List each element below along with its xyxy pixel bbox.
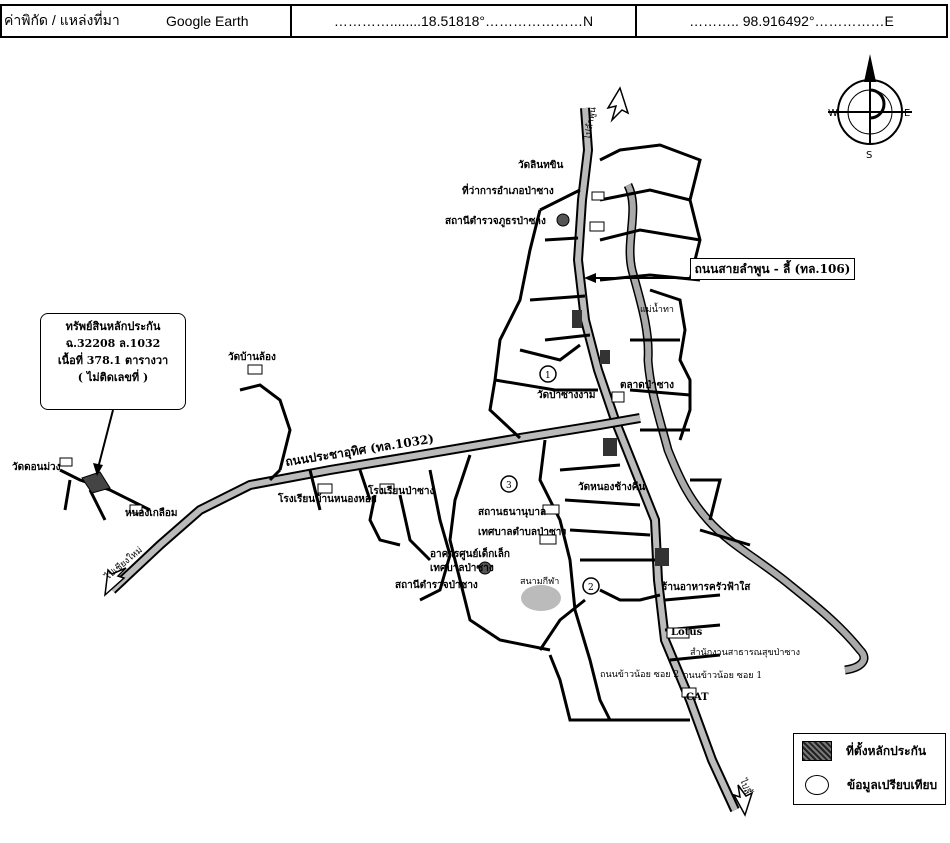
road-arrows <box>104 86 754 817</box>
source-cell: ค่าพิกัด / แหล่งที่มา Google Earth <box>2 6 292 36</box>
label-wat-ban-long: วัดบ้านล้อง <box>228 351 276 363</box>
label-soi2: ถนนข้าวน้อย ซอย 2 <box>600 669 679 680</box>
marker-3-label: 3 <box>506 481 512 491</box>
latitude-cell: …………........18.51818°…………………N <box>292 6 637 36</box>
legend-row-collateral: ที่ตั้งหลักประกัน <box>794 734 945 768</box>
compass-e: E <box>904 108 910 119</box>
label-child-center: อาคารศูนย์เด็กเล็ก <box>430 546 510 561</box>
label-wat-don-muang: วัดดอนม่วง <box>12 461 61 473</box>
comparison-marker-1 <box>539 365 557 383</box>
label-police-top: สถานีตำรวจภูธรป่าซาง <box>445 215 546 228</box>
coordinate-header: ค่าพิกัด / แหล่งที่มา Google Earth ………….… <box>0 4 948 38</box>
secondary-roads <box>59 143 751 722</box>
marker-2-label: 2 <box>588 583 594 593</box>
legend-row-comparison: ข้อมูลเปรียบเทียบ <box>794 768 945 802</box>
label-river: แม่น้ำทา <box>640 302 674 315</box>
longitude-value: ……….. 98.916492°……………E <box>689 13 894 29</box>
longitude-cell: ……….. 98.916492°……………E <box>637 6 946 36</box>
label-district-office: ที่ว่าการอำเภอป่าซาง <box>462 183 554 197</box>
label-police-bottom: สถานีตำรวจป่าซาง <box>395 579 478 591</box>
legend-collateral-label: ที่ตั้งหลักประกัน <box>846 743 927 758</box>
callout-line4: ( ไม่ติดเลขที่ ) <box>77 371 149 384</box>
label-stadium: สนามกีฬา <box>520 576 559 587</box>
label-health-office: สำนักงานสาธารณสุขป่าซาง <box>690 647 800 658</box>
dense-blocks <box>572 310 669 566</box>
building-icons <box>59 191 697 698</box>
comparison-marker-2 <box>582 577 600 595</box>
marker-1-label: 1 <box>545 371 551 381</box>
compass-s: S <box>866 150 872 161</box>
label-municipality: เทศบาลตำบลป่าซาง <box>478 526 566 538</box>
coord-label: ค่าพิกัด / แหล่งที่มา <box>4 12 120 28</box>
label-ban-noi: หนองเกลือม <box>125 507 178 519</box>
label-school-pa-sang: โรงเรียนป่าซาง <box>367 484 434 497</box>
comparison-circle-icon <box>805 775 829 795</box>
police-icon <box>556 213 570 227</box>
compass-w: W <box>828 108 838 119</box>
label-gas-station: สถานธนานุบาล <box>478 507 546 518</box>
label-wat-pa-sang: วัดป่าซางงาม <box>537 389 595 401</box>
legend-comparison-label: ข้อมูลเปรียบเทียบ <box>847 777 938 792</box>
comparison-marker-3 <box>500 475 518 493</box>
source-value: Google Earth <box>166 13 249 29</box>
label-market: ตลาดป่าซาง <box>620 379 674 391</box>
stadium-shape <box>521 585 561 611</box>
highway-callout: ถนนสายลำพูน - ลี้ (ทล.106) <box>690 258 855 280</box>
comparison-markers <box>500 365 600 595</box>
compass-rose: N S E W <box>828 54 912 161</box>
label-school-nong-hoi: โรงเรียนบ้านหนองหอย <box>277 492 377 505</box>
callout-line1: ทรัพย์สินหลักประกัน <box>65 320 161 333</box>
label-cat: CAT <box>686 692 709 703</box>
road-1032 <box>108 413 641 594</box>
label-soi1: ถนนข้าวน้อย ซอย 1 <box>683 670 762 681</box>
map-legend: ที่ตั้งหลักประกัน ข้อมูลเปรียบเทียบ <box>793 733 946 805</box>
compass-n: N <box>866 70 873 81</box>
label-municipal-office: เทศบาลป่าซาง <box>430 562 494 574</box>
label-wat-tin-tha: วัดลินทขิน <box>518 159 564 171</box>
callout-line3: เนื้อที่ 378.1 ตารางวา <box>57 354 169 367</box>
label-shop: ร้านอาหารครัวฟ้าใส <box>662 580 751 593</box>
collateral-swatch-icon <box>802 741 832 761</box>
label-lotus: Lotus <box>671 627 703 638</box>
latitude-value: …………........18.51818°…………………N <box>333 13 594 29</box>
collateral-callout: ทรัพย์สินหลักประกัน ฉ.32208 ล.1032 เนื้อ… <box>40 313 186 410</box>
callout-pointer <box>96 409 114 473</box>
label-temple-right: วัดหนองช้างคืน <box>578 481 645 493</box>
police-icon <box>478 561 492 575</box>
callout-line2: ฉ.32208 ล.1032 <box>65 337 161 350</box>
collateral-site <box>81 471 111 494</box>
